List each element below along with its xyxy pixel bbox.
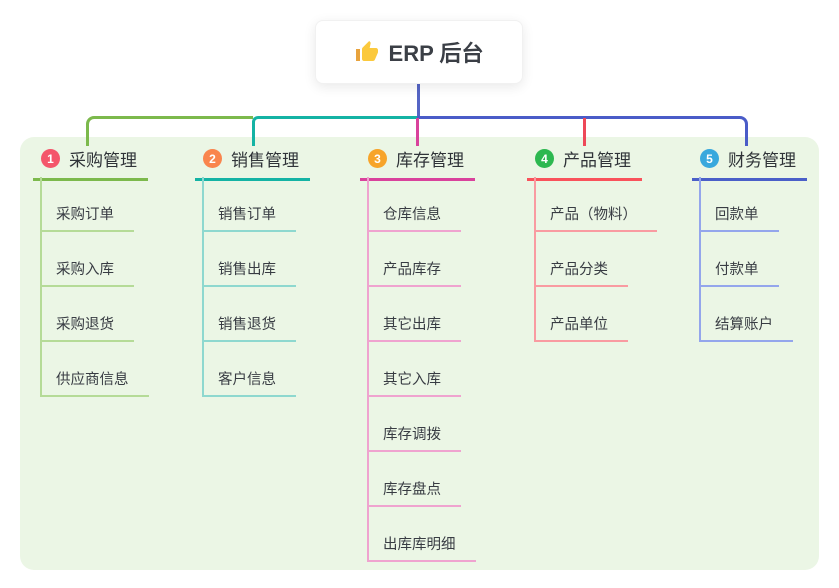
branch-label: 库存管理 — [396, 151, 464, 170]
mindmap-node[interactable]: 采购订单 — [42, 177, 149, 232]
mindmap-node[interactable]: 采购退货 — [42, 287, 149, 342]
branch-children-sales: 销售订单 销售出库 销售退货 客户信息 — [202, 177, 296, 397]
mindmap-node[interactable]: 库存盘点 — [369, 452, 476, 507]
branch-header-product[interactable]: 4 产品管理 — [527, 146, 642, 181]
mindmap-node[interactable]: 出库库明细 — [369, 507, 476, 562]
mindmap-node[interactable]: 采购入库 — [42, 232, 149, 287]
mindmap-node[interactable]: 库存调拨 — [369, 397, 476, 452]
branch-number-badge: 2 — [203, 149, 222, 168]
branches-panel — [20, 137, 819, 570]
mindmap-node[interactable]: 供应商信息 — [42, 342, 149, 397]
mindmap-node[interactable]: 回款单 — [701, 177, 793, 232]
bus-line-purchase-segment — [86, 116, 253, 146]
mindmap-node[interactable]: 仓库信息 — [369, 177, 476, 232]
branch-header-sales[interactable]: 2 销售管理 — [195, 146, 310, 181]
branch-number-badge: 5 — [700, 149, 719, 168]
branch-children-purchase: 采购订单 采购入库 采购退货 供应商信息 — [40, 177, 149, 397]
branch-children-finance: 回款单 付款单 结算账户 — [699, 177, 793, 342]
root-node-erp[interactable]: ERP 后台 — [315, 20, 523, 84]
branch-children-inventory: 仓库信息 产品库存 其它出库 其它入库 库存调拨 库存盘点 出库库明细 — [367, 177, 476, 562]
mindmap-node[interactable]: 销售订单 — [204, 177, 296, 232]
mindmap-node[interactable]: 产品（物料） — [536, 177, 657, 232]
branch-number-badge: 3 — [368, 149, 387, 168]
branch-header-inventory[interactable]: 3 库存管理 — [360, 146, 475, 181]
mindmap-node[interactable]: 销售出库 — [204, 232, 296, 287]
mindmap-node[interactable]: 客户信息 — [204, 342, 296, 397]
mindmap-node[interactable]: 销售退货 — [204, 287, 296, 342]
mindmap-node[interactable]: 产品分类 — [536, 232, 657, 287]
branch-label: 财务管理 — [728, 151, 796, 170]
bus-line-finance-segment — [417, 116, 748, 146]
mindmap-node[interactable]: 产品单位 — [536, 287, 657, 342]
bus-line-sales-segment — [252, 116, 417, 146]
mindmap-node[interactable]: 结算账户 — [701, 287, 793, 342]
mindmap-node[interactable]: 其它入库 — [369, 342, 476, 397]
branch-label: 采购管理 — [69, 151, 137, 170]
drop-line-product — [583, 118, 586, 146]
mindmap-node[interactable]: 付款单 — [701, 232, 793, 287]
thumbs-up-icon — [355, 40, 379, 64]
root-stem-line — [417, 84, 420, 119]
branch-header-purchase[interactable]: 1 采购管理 — [33, 146, 148, 181]
drop-line-inventory — [416, 118, 419, 146]
branch-label: 销售管理 — [231, 151, 299, 170]
branch-header-finance[interactable]: 5 财务管理 — [692, 146, 807, 181]
mindmap-node[interactable]: 其它出库 — [369, 287, 476, 342]
branch-label: 产品管理 — [563, 151, 631, 170]
branch-number-badge: 1 — [41, 149, 60, 168]
branch-children-product: 产品（物料） 产品分类 产品单位 — [534, 177, 657, 342]
mindmap-node[interactable]: 产品库存 — [369, 232, 476, 287]
root-node-label: ERP 后台 — [388, 41, 484, 66]
branch-number-badge: 4 — [535, 149, 554, 168]
